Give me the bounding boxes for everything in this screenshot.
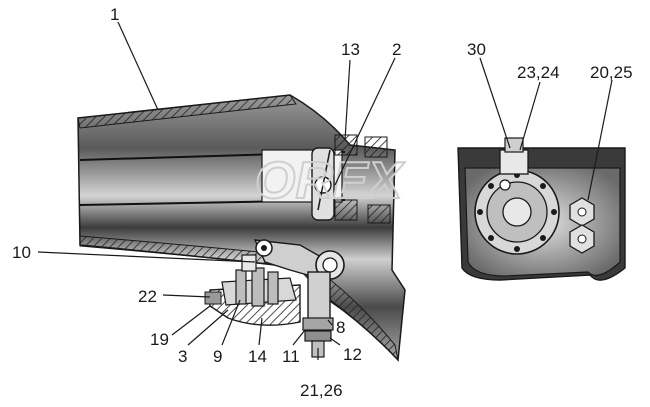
callout-labels: 1 13 2 30 23,24 20,25 10 22 19 3 9 14 11… <box>12 5 633 400</box>
callout-13: 13 <box>341 40 360 59</box>
callout-11: 11 <box>282 347 300 366</box>
callout-1: 1 <box>110 5 119 24</box>
callout-21-26: 21,26 <box>300 381 343 400</box>
callout-8: 8 <box>336 318 345 337</box>
callout-14: 14 <box>248 347 267 366</box>
callout-9: 9 <box>213 347 222 366</box>
callout-2: 2 <box>392 40 401 59</box>
inset-view <box>457 137 626 281</box>
callout-19: 19 <box>150 330 169 349</box>
lower-bracket <box>204 254 301 326</box>
callout-30: 30 <box>467 40 486 59</box>
callout-20-25: 20,25 <box>590 63 633 82</box>
callout-23-24: 23,24 <box>517 63 560 82</box>
leader-lines <box>37 21 613 360</box>
callout-22: 22 <box>138 287 157 306</box>
stud-assembly <box>302 271 334 358</box>
callout-12: 12 <box>343 345 362 364</box>
watermark-text: OREX <box>255 152 406 210</box>
clamp-assembly <box>311 134 391 224</box>
callout-10: 10 <box>12 243 31 262</box>
callout-3: 3 <box>178 347 187 366</box>
